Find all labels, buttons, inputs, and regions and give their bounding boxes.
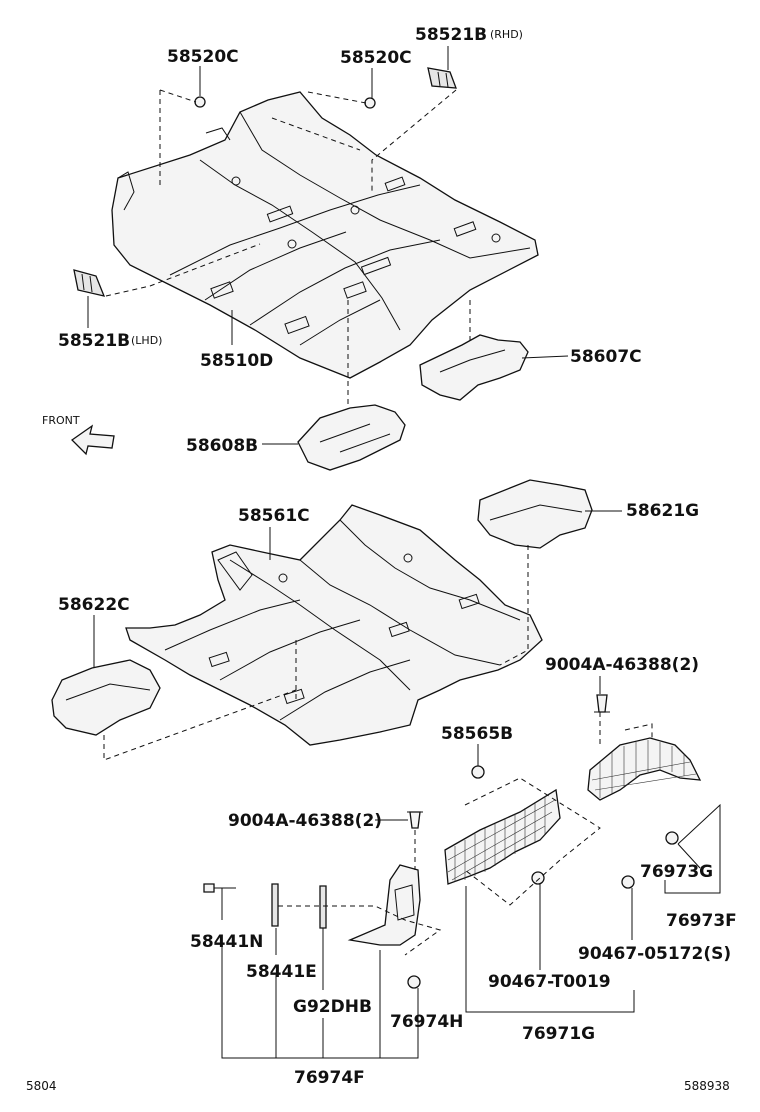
part-76973g-label[interactable]: 76973G	[640, 862, 713, 882]
clip-icon[interactable]	[194, 96, 206, 108]
part-58622c-label[interactable]: 58622C	[58, 595, 130, 615]
part-90467-t0019-label[interactable]: 90467-T0019	[488, 972, 611, 992]
lhd-note: (LHD)	[131, 334, 162, 347]
part-58510d-label[interactable]: 58510D	[200, 351, 273, 371]
clip-icon[interactable]	[471, 765, 485, 779]
clip-icon[interactable]	[364, 97, 376, 109]
part-9004a-lower-label[interactable]: 9004A-46388(2)	[228, 811, 382, 831]
pad-58621g[interactable]	[477, 479, 593, 549]
part-76973f-label[interactable]: 76973F	[666, 911, 737, 931]
diagram-code-right: 588938	[684, 1079, 730, 1093]
part-58520c-label-a[interactable]: 58520C	[167, 47, 239, 67]
front-arrow-icon	[70, 424, 115, 456]
part-g92dhb-label[interactable]: G92DHB	[293, 997, 372, 1017]
part-76971g-label[interactable]: 76971G	[522, 1024, 595, 1044]
diagram-code-left: 5804	[26, 1079, 57, 1093]
part-58441e-label[interactable]: 58441E	[246, 962, 317, 982]
floor-carpet-58561c[interactable]	[125, 504, 543, 746]
part-58621g-label[interactable]: 58621G	[626, 501, 699, 521]
part-58608b-label[interactable]: 58608B	[186, 436, 258, 456]
part-76974h-label[interactable]: 76974H	[390, 1012, 463, 1032]
bolt-icon[interactable]	[594, 694, 610, 713]
panel-76973f[interactable]	[587, 737, 702, 801]
part-9004a-upper-label[interactable]: 9004A-46388(2)	[545, 655, 699, 675]
cover-58521b-lhd[interactable]	[73, 269, 106, 297]
pad-58608b[interactable]	[297, 404, 406, 471]
part-58607c-label[interactable]: 58607C	[570, 347, 642, 367]
part-58561c-label[interactable]: 58561C	[238, 506, 310, 526]
part-76974f-label[interactable]: 76974F	[294, 1068, 365, 1088]
part-58565b-label[interactable]: 58565B	[441, 724, 513, 744]
clip-icon[interactable]	[621, 875, 635, 889]
part-58521b-rhd-label[interactable]: 58521B	[415, 25, 487, 45]
floor-carpet-58510d[interactable]	[111, 91, 539, 379]
clip-icon[interactable]	[531, 871, 545, 885]
part-90467-05172-label[interactable]: 90467-05172(S)	[578, 944, 731, 964]
panel-76974f[interactable]	[347, 864, 421, 946]
part-58441n-label[interactable]: 58441N	[190, 932, 263, 952]
clip-icon[interactable]	[203, 883, 236, 893]
panel-76971g[interactable]	[444, 788, 561, 885]
strip-58441e[interactable]	[271, 883, 279, 927]
pad-58622c[interactable]	[51, 659, 161, 736]
part-58521b-lhd-label[interactable]: 58521B	[58, 331, 130, 351]
part-58520c-label-b[interactable]: 58520C	[340, 48, 412, 68]
clip-icon[interactable]	[665, 831, 679, 845]
clip-icon[interactable]	[407, 975, 421, 989]
pad-58607c[interactable]	[419, 334, 529, 401]
cover-58521b-rhd[interactable]	[427, 67, 457, 89]
rhd-note: (RHD)	[490, 28, 523, 41]
front-label: FRONT	[42, 414, 80, 427]
bolt-icon[interactable]	[407, 811, 423, 829]
strip-g92dhb[interactable]	[319, 885, 327, 929]
